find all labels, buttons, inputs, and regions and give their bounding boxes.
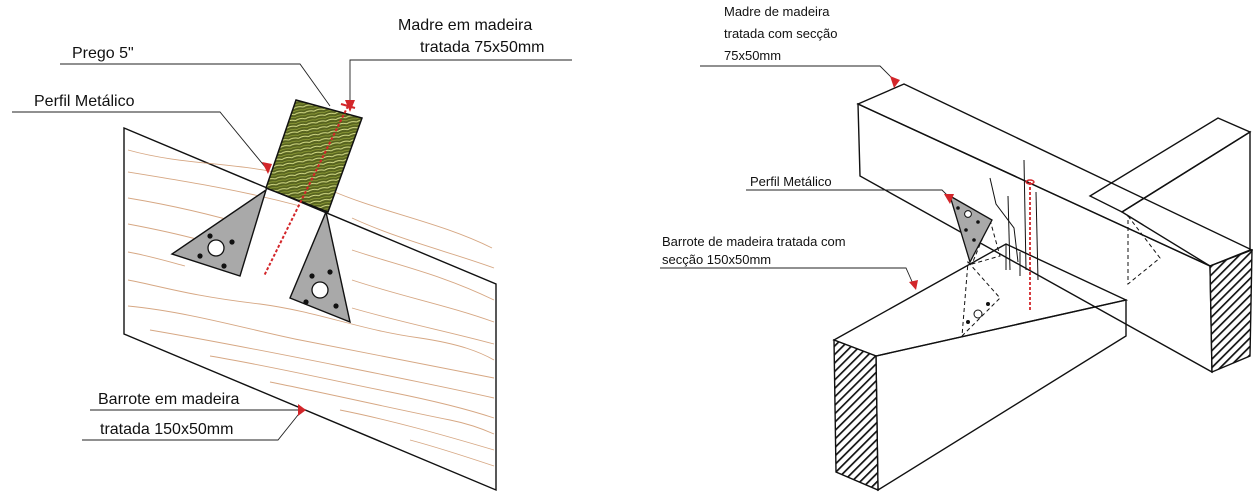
barrote-board	[123, 126, 497, 492]
arrow-perfil-3d	[944, 194, 954, 204]
label-madre-3d-1: Madre de madeira	[724, 4, 830, 19]
barrote-beam-3d	[832, 243, 1129, 492]
barrote-far-3d	[1088, 117, 1252, 267]
leader-madre-3d	[700, 65, 897, 83]
label-perfil: Perfil Metálico	[34, 93, 135, 110]
metal-plate-right	[289, 209, 351, 324]
metal-plate-3d	[948, 194, 993, 264]
leader-prego	[60, 63, 331, 107]
madre-beam-3d	[856, 83, 1253, 374]
leader-perfil	[12, 111, 267, 169]
left-detail: Madre em madeira tratada 75x50mm Prego 5…	[12, 17, 572, 492]
arrow-barrote	[298, 404, 306, 416]
leader-perfil-3d	[746, 189, 951, 199]
notch-lines	[989, 177, 1019, 271]
label-barrote-1: Barrote em madeira	[98, 391, 239, 408]
arrow-madre	[345, 100, 355, 112]
label-madre-3d-2: tratada com secção	[724, 26, 837, 41]
label-madre-1: Madre em madeira	[398, 17, 532, 34]
label-barrote-3d-2: secção 150x50mm	[662, 252, 771, 267]
label-barrote-3d-1: Barrote de madeira tratada com	[662, 234, 846, 249]
arrow-perfil	[262, 162, 272, 174]
arrow-madre-3d	[890, 76, 900, 88]
label-madre-3d-3: 75x50mm	[724, 48, 781, 63]
leader-barrote	[82, 409, 303, 441]
label-prego: Prego 5"	[72, 45, 134, 62]
leader-barrote-3d	[660, 267, 915, 287]
arrow-barrote-3d	[909, 280, 918, 290]
madre-section	[265, 99, 363, 213]
right-detail: Madre de madeira tratada com secção 75x5…	[660, 4, 1253, 492]
label-madre-2: tratada 75x50mm	[420, 39, 545, 56]
label-perfil-3d: Perfil Metálico	[750, 174, 832, 189]
leader-madre	[349, 59, 572, 106]
hidden-plates	[961, 214, 1161, 338]
label-barrote-2: tratada 150x50mm	[100, 421, 233, 438]
metal-plate-left	[170, 188, 268, 277]
wood-grain-lines	[127, 149, 495, 467]
nail-3d	[1025, 179, 1035, 312]
